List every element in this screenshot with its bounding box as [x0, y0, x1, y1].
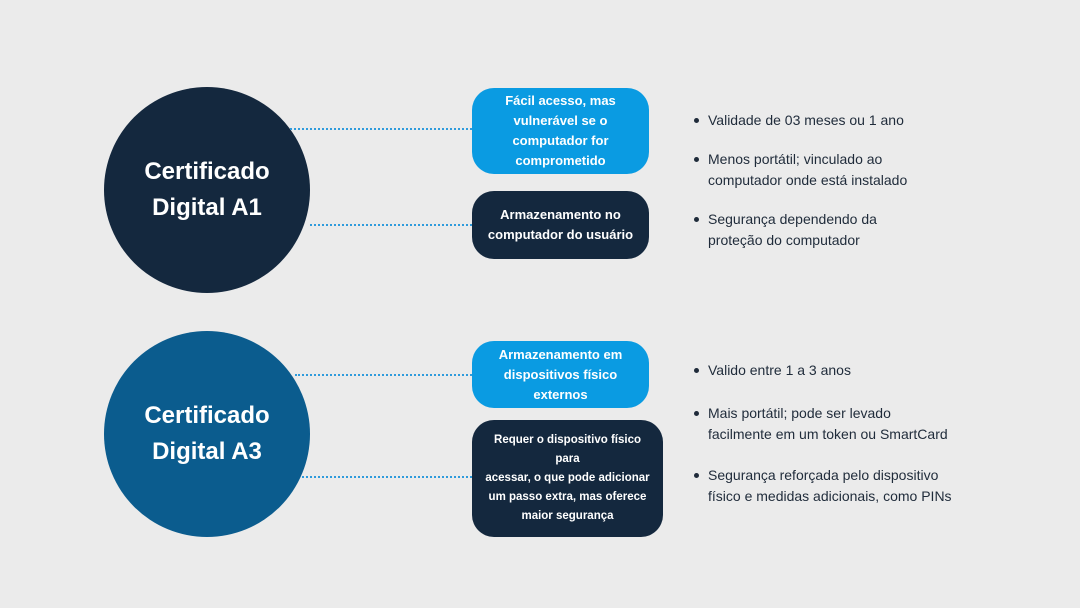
connector-a3-top — [295, 374, 472, 376]
a1-storage-text: Armazenamento no computador do usuário — [487, 207, 634, 242]
certificate-a3-title: Certificado Digital A3 — [144, 402, 270, 465]
a1-storage-box: Armazenamento no computador do usuário — [472, 191, 649, 259]
a3-bullet-item: Mais portátil; pode ser levado facilment… — [694, 403, 952, 445]
a1-bullet-item: Segurança dependendo da proteção do comp… — [694, 209, 907, 251]
a1-risk-text: Fácil acesso, mas vulnerável se o comput… — [505, 93, 616, 168]
connector-a1-bottom — [310, 224, 472, 226]
a3-bullet-item: Valido entre 1 a 3 anos — [694, 360, 952, 381]
certificate-a1-circle: Certificado Digital A1 — [104, 87, 310, 293]
connector-a3-bottom — [302, 476, 472, 478]
a3-security-box: Requer o dispositivo físico para acessar… — [472, 420, 663, 537]
connector-a1-top — [290, 128, 472, 130]
a3-storage-box: Armazenamento em dispositivos físico ext… — [472, 341, 649, 408]
a1-risk-box: Fácil acesso, mas vulnerável se o comput… — [472, 88, 649, 174]
a3-security-text: Requer o dispositivo físico para acessar… — [485, 434, 650, 522]
a1-bullet-item: Validade de 03 meses ou 1 ano — [694, 110, 907, 131]
a3-bullet-item: Segurança reforçada pelo dispositivo fís… — [694, 465, 952, 507]
a3-bullet-list: Valido entre 1 a 3 anos Mais portátil; p… — [694, 360, 952, 507]
a1-bullet-list: Validade de 03 meses ou 1 ano Menos port… — [694, 110, 907, 251]
a1-bullet-item: Menos portátil; vinculado ao computador … — [694, 149, 907, 191]
a3-storage-text: Armazenamento em dispositivos físico ext… — [498, 346, 623, 402]
certificate-a3-circle: Certificado Digital A3 — [104, 331, 310, 537]
certificate-a1-title: Certificado Digital A1 — [144, 158, 270, 221]
